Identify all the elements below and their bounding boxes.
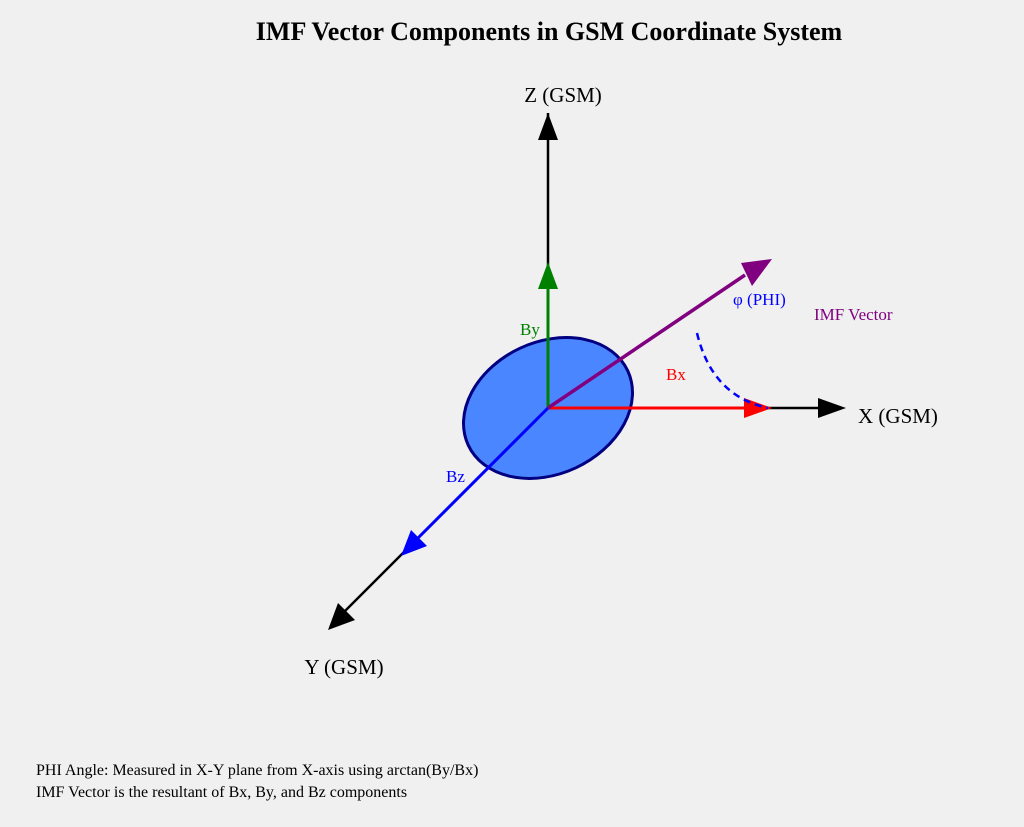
phi-label: φ (PHI) (733, 290, 786, 309)
note-phi-angle: PHI Angle: Measured in X-Y plane from X-… (36, 762, 479, 779)
bz-label: Bz (446, 467, 465, 486)
x-axis-arrowhead (818, 398, 846, 418)
phi-angle-arc (695, 332, 769, 410)
imf-vector (547, 273, 746, 410)
bx-label: Bx (666, 365, 686, 384)
y-axis-label: Y (GSM) (304, 655, 383, 679)
bz-vector (412, 406, 550, 544)
z-axis-label: Z (GSM) (524, 83, 602, 107)
imf-vector-label: IMF Vector (814, 305, 893, 324)
by-arrowhead (538, 262, 558, 289)
z-axis-arrowhead (538, 113, 558, 140)
x-axis-label: X (GSM) (858, 404, 938, 428)
notes: PHI Angle: Measured in X-Y plane from X-… (36, 760, 478, 804)
note-imf-resultant: IMF Vector is the resultant of Bx, By, a… (36, 784, 408, 801)
imf-arrowhead (741, 259, 772, 286)
bz-arrowhead (401, 530, 427, 556)
diagram-title: IMF Vector Components in GSM Coordinate … (256, 17, 843, 46)
by-label: By (520, 320, 540, 339)
bx-arrowhead (744, 398, 772, 418)
y-axis-arrowhead (328, 603, 355, 630)
